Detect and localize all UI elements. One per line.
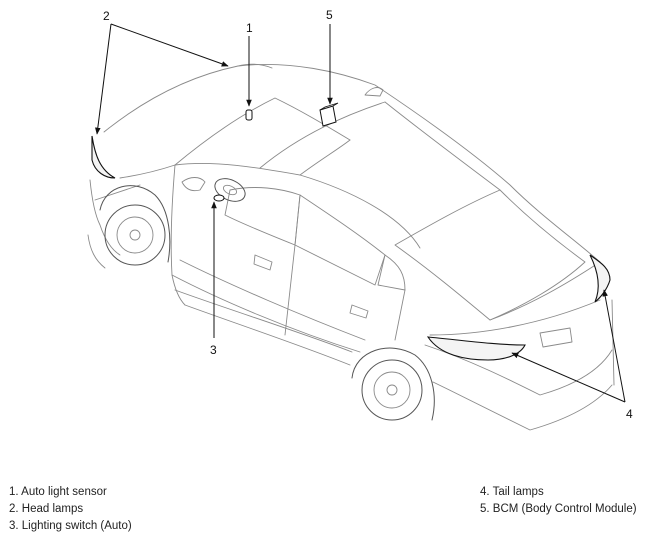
- legend-item-tail-lamps: 4. Tail lamps: [480, 486, 544, 498]
- legend-item-head-lamps: 2. Head lamps: [9, 503, 84, 515]
- lighting-switch: [213, 194, 225, 202]
- tail-lamp-right: [589, 254, 611, 303]
- legend-item-auto-light-sensor: 1. Auto light sensor: [9, 486, 107, 498]
- legend-left: 1. Auto light sensor 2. Head lamps 3. Li…: [9, 484, 132, 535]
- callout-2: 2: [103, 9, 110, 23]
- head-lamp-left: [91, 135, 116, 179]
- vehicle-component-location-diagram: 2 1 5 3 4: [87, 8, 633, 431]
- callout-1: 1: [246, 21, 253, 35]
- callout-5: 5: [326, 8, 333, 22]
- leader-lines: [95, 23, 626, 403]
- callout-4: 4: [626, 407, 633, 421]
- callout-3: 3: [210, 343, 217, 357]
- car-illustration: [87, 63, 615, 431]
- auto-light-sensor: [245, 109, 253, 121]
- legend-right: 4. Tail lamps 5. BCM (Body Control Modul…: [480, 484, 637, 518]
- legend-item-lighting-switch: 3. Lighting switch (Auto): [9, 520, 132, 532]
- legend-item-bcm: 5. BCM (Body Control Module): [480, 503, 637, 515]
- bcm-module: [319, 102, 339, 127]
- tail-lamp-left: [426, 336, 526, 361]
